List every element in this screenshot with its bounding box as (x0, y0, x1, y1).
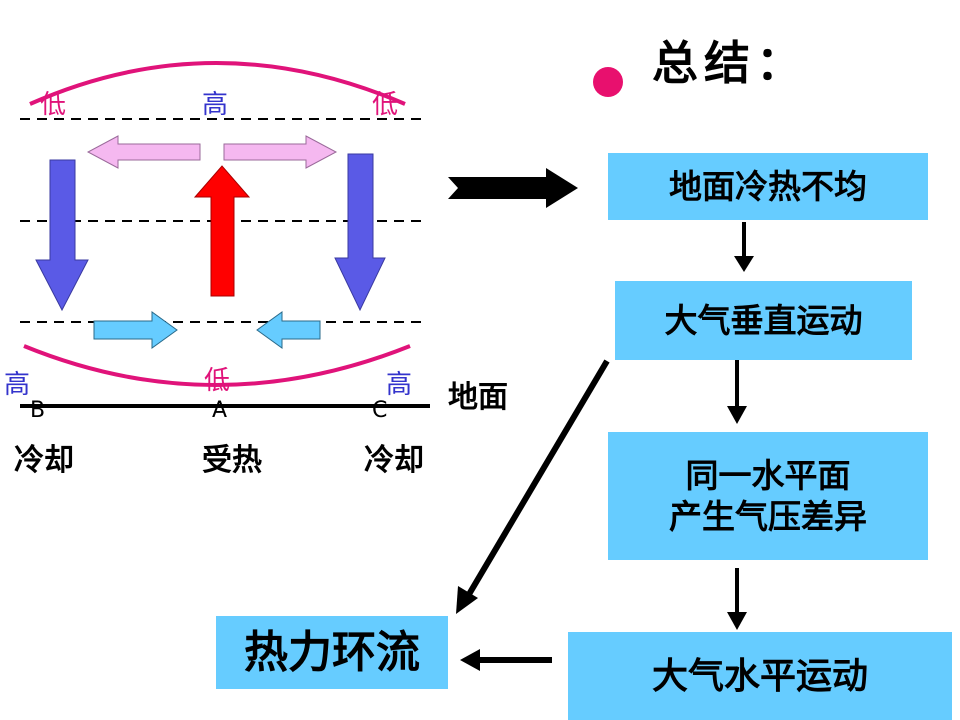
flow-box-pressure-line2: 产生气压差异 (669, 497, 867, 536)
ground-label: 地面 (448, 380, 508, 415)
big-right-arrow (448, 168, 578, 208)
bottom-left-pressure-label: 高 (4, 370, 31, 400)
right-down-arrow (334, 153, 386, 312)
flow-box-vertical-motion-text: 大气垂直运动 (664, 300, 863, 340)
left-down-arrow (35, 159, 89, 312)
summary-title: 总结： (652, 36, 808, 90)
upper-left-arrow (86, 135, 201, 169)
flow-box-uneven-heating-text: 地面冷热不均 (669, 166, 867, 206)
lower-left-arrow (256, 311, 321, 349)
flow-arrow-2-result (456, 359, 610, 614)
flow-box-thermal-circulation-text: 热力环流 (244, 627, 420, 678)
flow-box-thermal-circulation: 热力环流 (216, 616, 448, 689)
bottom-right-pressure-label: 高 (386, 370, 413, 400)
flow-box-horizontal-motion-text: 大气水平运动 (651, 654, 868, 697)
point-a-label: A (212, 398, 228, 423)
lower-right-arrow (93, 311, 178, 349)
flow-box-vertical-motion: 大气垂直运动 (615, 281, 912, 360)
flow-box-uneven-heating: 地面冷热不均 (608, 153, 928, 220)
bullet-icon (593, 67, 623, 97)
bottom-center-pressure-label: 低 (204, 366, 231, 396)
center-heating-label: 受热 (202, 443, 262, 478)
point-b-label: B (30, 398, 46, 423)
right-cooling-label: 冷却 (364, 443, 424, 478)
upper-right-arrow (223, 135, 338, 169)
center-up-arrow (193, 165, 251, 297)
top-left-pressure-label: 低 (40, 90, 67, 120)
lower-isobar-curve (23, 344, 411, 387)
flow-box-pressure-difference: 同一水平面 产生气压差异 (608, 432, 928, 560)
upper-isobar-curve (29, 61, 406, 106)
flow-arrow-2-3 (727, 360, 747, 424)
flow-arrow-4-result (460, 649, 552, 671)
flow-box-horizontal-motion: 大气水平运动 (568, 632, 952, 720)
top-right-pressure-label: 低 (372, 90, 399, 120)
left-cooling-label: 冷却 (14, 443, 74, 478)
point-c-label: C (372, 398, 388, 423)
flow-arrow-1-2 (734, 222, 754, 272)
flow-arrow-3-4 (727, 568, 747, 630)
top-center-pressure-label: 高 (202, 90, 229, 120)
flow-box-pressure-line1: 同一水平面 (685, 455, 851, 495)
